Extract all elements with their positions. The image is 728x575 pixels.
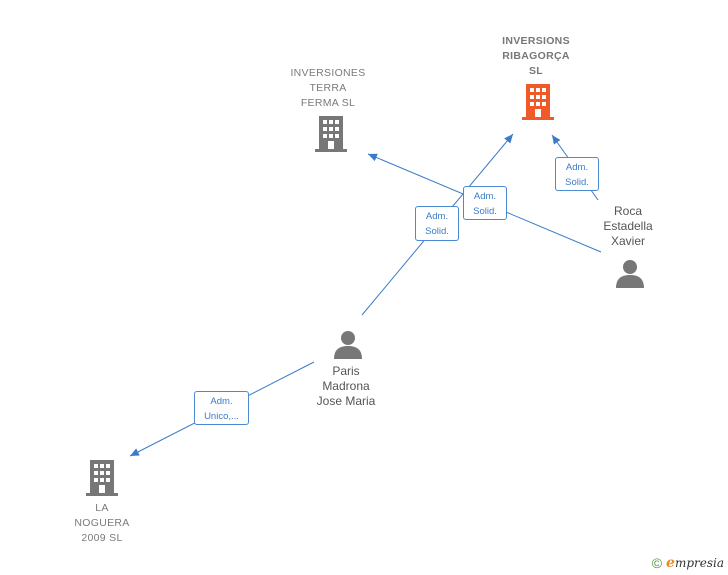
person-icon[interactable]: [615, 258, 645, 288]
copyright-icon: ©: [651, 555, 663, 571]
company-label-noguera[interactable]: LA NOGUERA 2009 SL: [74, 502, 130, 544]
person-label-roca[interactable]: Roca Estadella Xavier: [603, 204, 653, 248]
edge-label-roca-terra-ferma: Adm. Solid.: [463, 186, 507, 220]
edge-label-paris-noguera: Adm. Unico,...: [194, 391, 249, 425]
person-label-paris[interactable]: Paris Madrona Jose Maria: [316, 364, 376, 408]
brand-logo: empresia: [666, 555, 724, 571]
person-icon[interactable]: [333, 329, 363, 359]
company-label-ribagorca[interactable]: INVERSIONS RIBAGORÇA SL: [502, 35, 570, 77]
edge-label-paris-ribagorca: Adm. Solid.: [415, 206, 459, 241]
footer-brand: © empresia: [652, 555, 724, 571]
company-label-terra-ferma[interactable]: INVERSIONES TERRA FERMA SL: [290, 67, 366, 109]
building-icon[interactable]: [521, 84, 555, 120]
edge-label-roca-ribagorca: Adm. Solid.: [555, 157, 599, 191]
building-icon[interactable]: [85, 460, 119, 496]
building-icon[interactable]: [314, 116, 348, 152]
